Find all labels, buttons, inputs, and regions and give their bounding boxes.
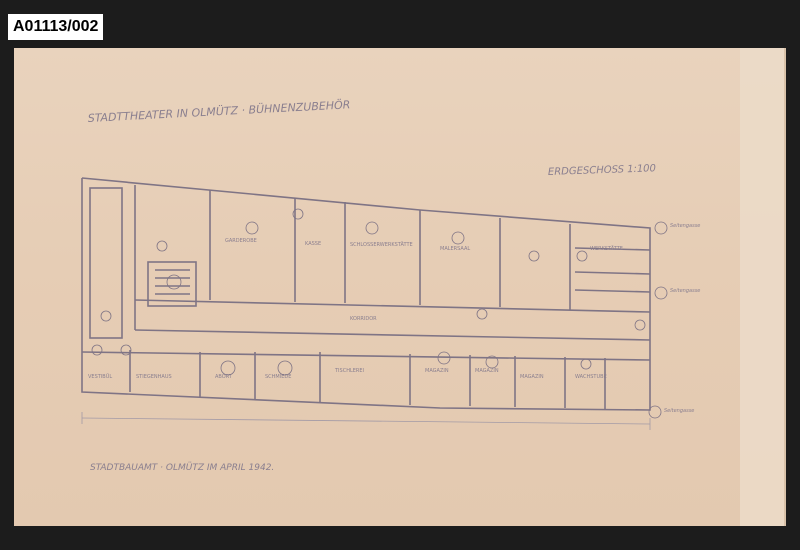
room-number-markers xyxy=(91,208,668,419)
room-labels: GARDEROBE KASSE SCHLOSSERWERKSTÄTTE MALE… xyxy=(88,238,623,380)
room-label: WERKSTÄTTE xyxy=(590,245,623,252)
room-label: VESTIBÜL xyxy=(88,373,112,380)
footer-label: STADTBAUAMT · OLMÜTZ IM APRIL 1942. xyxy=(90,462,274,473)
room-label: SCHMIEDE xyxy=(265,374,291,380)
room-label: KASSE xyxy=(305,241,321,247)
paper-fold xyxy=(740,48,784,526)
dimension-line xyxy=(81,412,651,430)
room-label: WACHSTUBE xyxy=(575,374,607,380)
floor-label: ERDGESCHOSS 1:100 xyxy=(548,163,656,178)
room-label: TISCHLEREI xyxy=(334,368,364,374)
room-label: ABORT xyxy=(215,374,233,380)
plan-title: STADTTHEATER IN OLMÜTZ · BÜHNENZUBEHÖR xyxy=(87,98,350,125)
room-label: GARDEROBE xyxy=(225,238,257,244)
side-note: Seitengasse xyxy=(670,223,700,229)
room-label: MAGAZIN xyxy=(425,368,449,374)
side-notes: Seitengasse Seitengasse Seitengasse xyxy=(664,223,700,414)
room-label: KORRIDOR xyxy=(350,316,377,322)
side-note: Seitengasse xyxy=(664,408,694,414)
room-label: MAGAZIN xyxy=(520,374,544,380)
paper-sheet xyxy=(14,48,786,526)
building-walls xyxy=(81,177,651,411)
archive-id-label: A01113/002 xyxy=(8,14,104,40)
side-note: Seitengasse xyxy=(670,288,700,294)
room-label: MALERSAAL xyxy=(440,246,470,252)
room-label: SCHLOSSERWERKSTÄTTE xyxy=(350,241,413,248)
room-label: STIEGENHAUS xyxy=(136,374,172,380)
room-label: MAGAZIN xyxy=(475,368,499,374)
